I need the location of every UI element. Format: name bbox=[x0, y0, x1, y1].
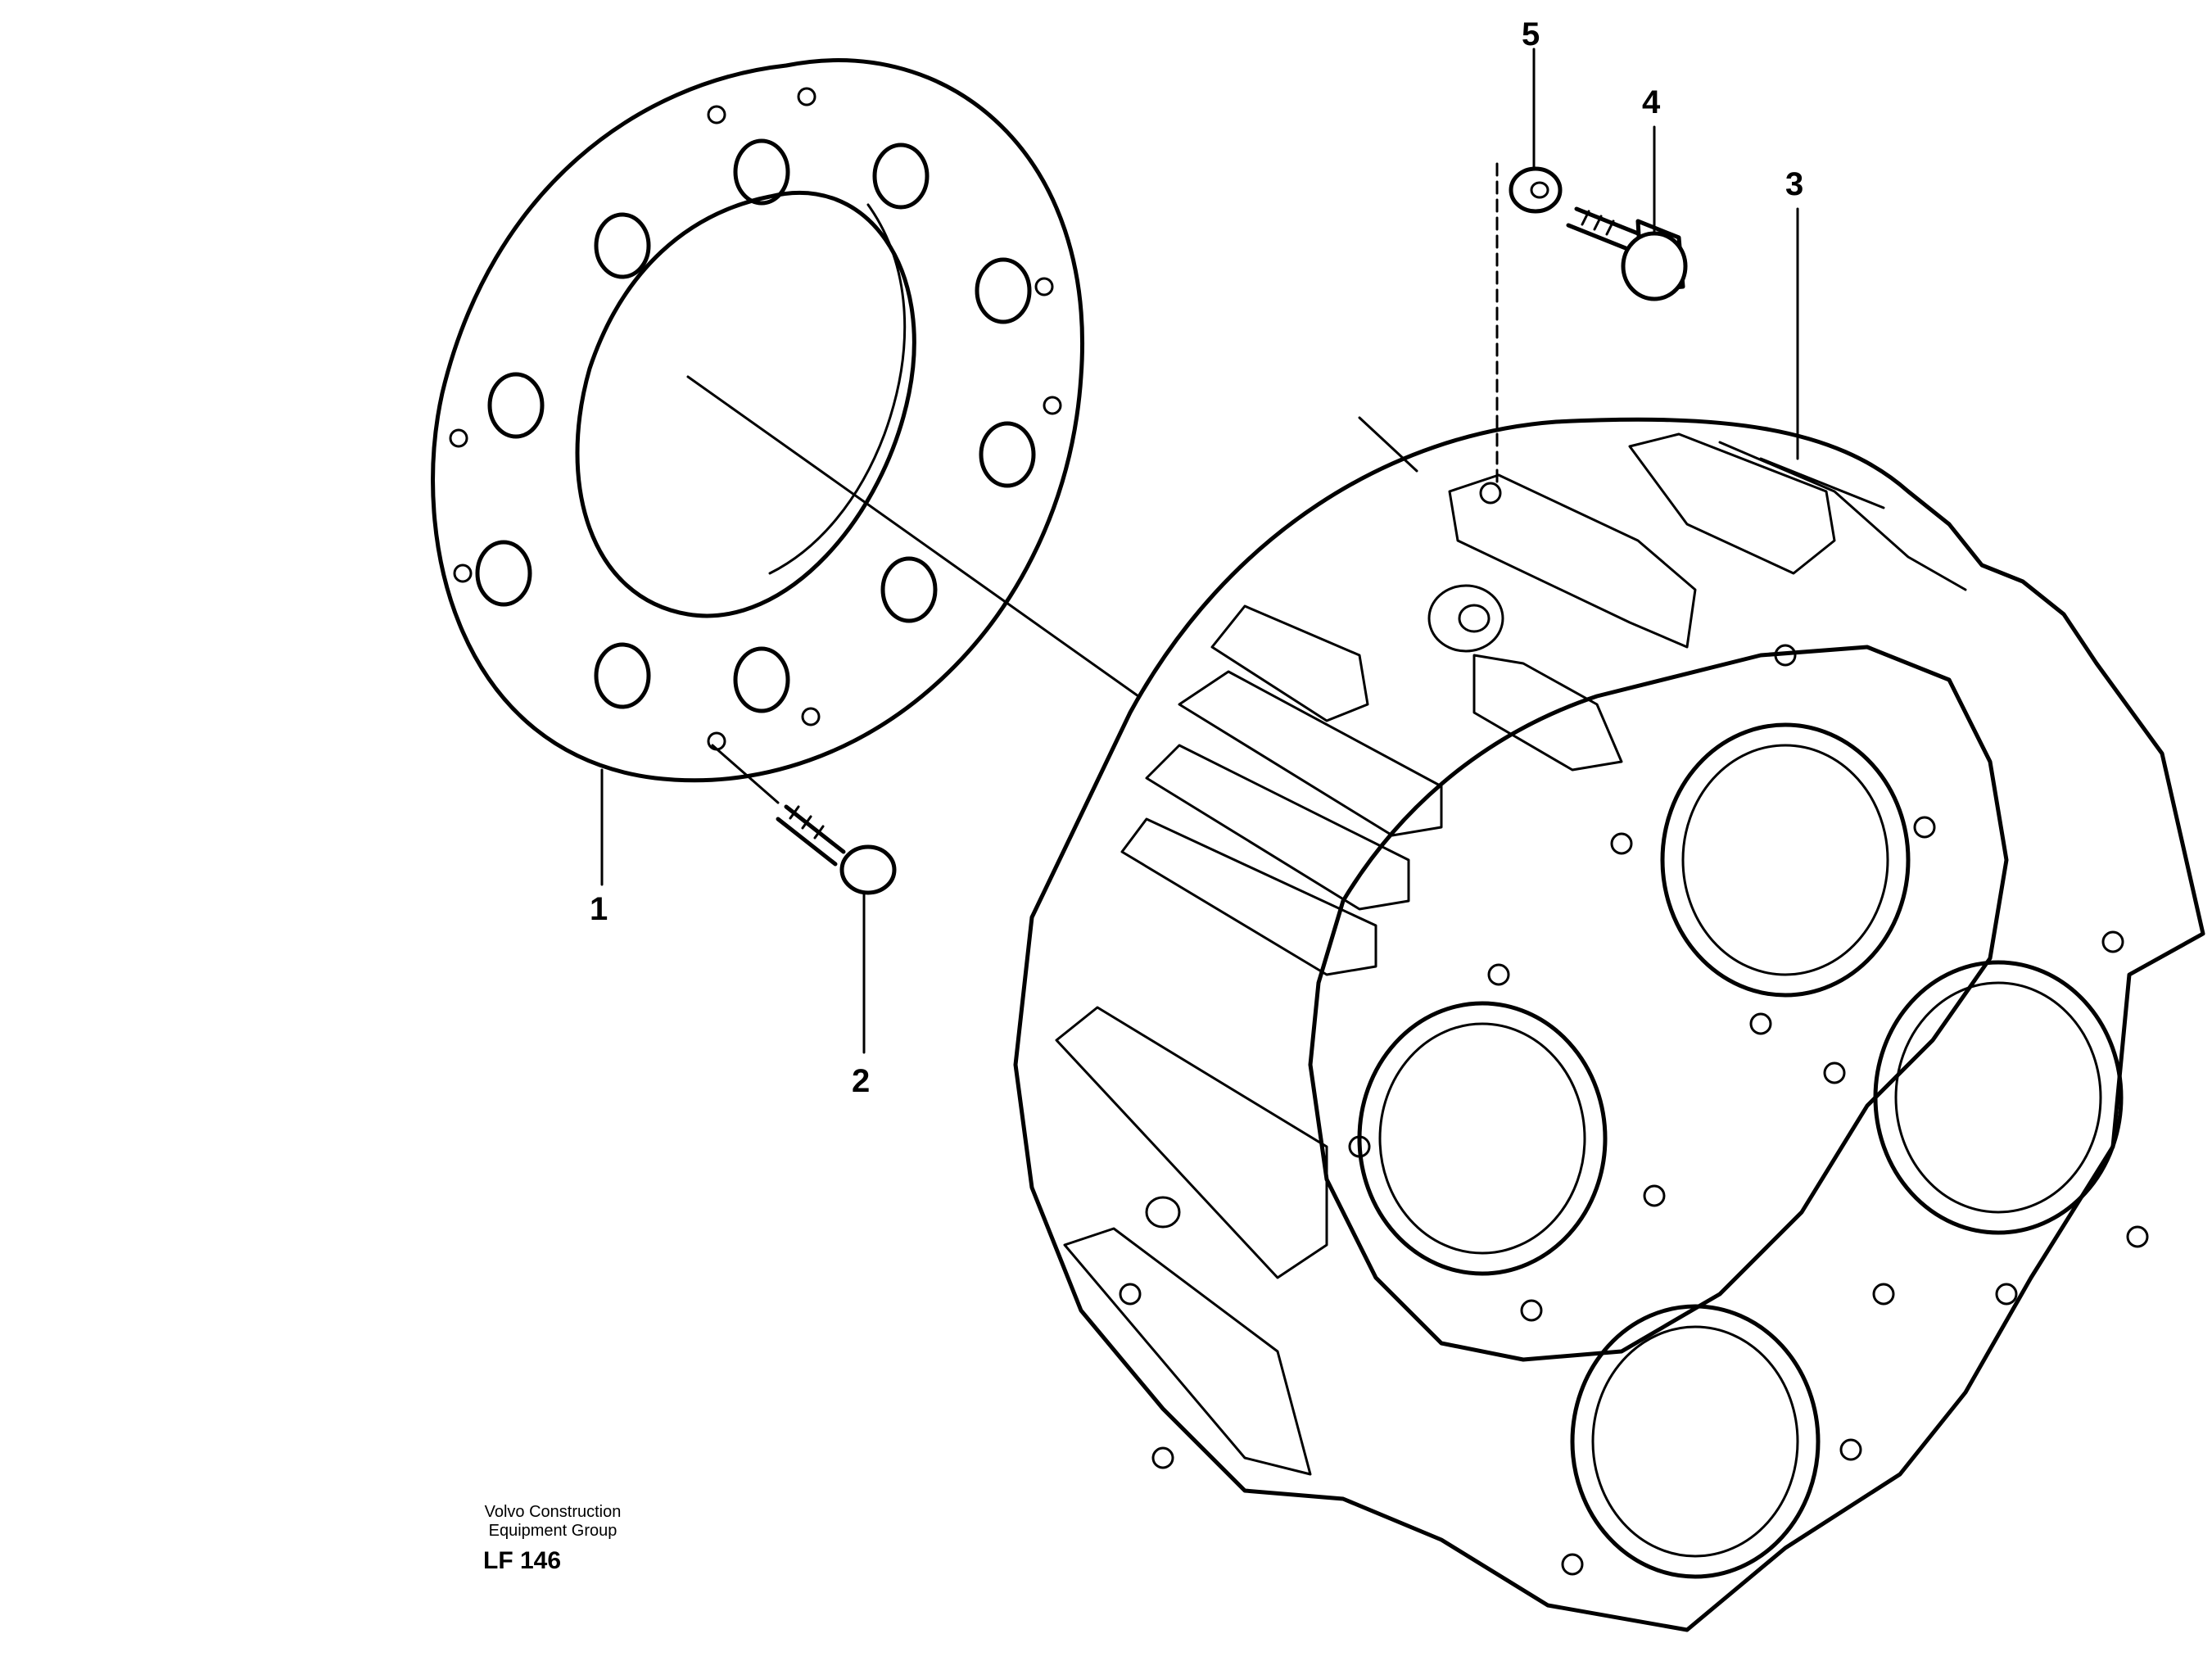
callout-2: 2 bbox=[852, 1063, 871, 1099]
callout-1: 1 bbox=[590, 891, 608, 927]
callout-3: 3 bbox=[1785, 166, 1804, 202]
callout-4: 4 bbox=[1642, 84, 1661, 120]
bolt-part-2 bbox=[711, 744, 897, 895]
callout-5: 5 bbox=[1522, 16, 1540, 52]
caption-block: Volvo Construction Equipment Group LF 14… bbox=[459, 1503, 647, 1575]
caption-company-line-2: Equipment Group bbox=[488, 1522, 617, 1540]
flange-bolt-holes bbox=[449, 87, 1062, 751]
flange-ring-part-1 bbox=[431, 58, 1084, 783]
housing-bolt-holes bbox=[1119, 482, 2149, 1576]
washer-part-5 bbox=[1509, 166, 1563, 214]
screw-part-4 bbox=[1566, 206, 1688, 301]
caption-code: LF 146 bbox=[483, 1547, 562, 1574]
caption-company-line-1: Volvo Construction bbox=[484, 1503, 622, 1521]
housing-part-3 bbox=[1013, 417, 2205, 1632]
housing-bores bbox=[1357, 722, 2124, 1579]
